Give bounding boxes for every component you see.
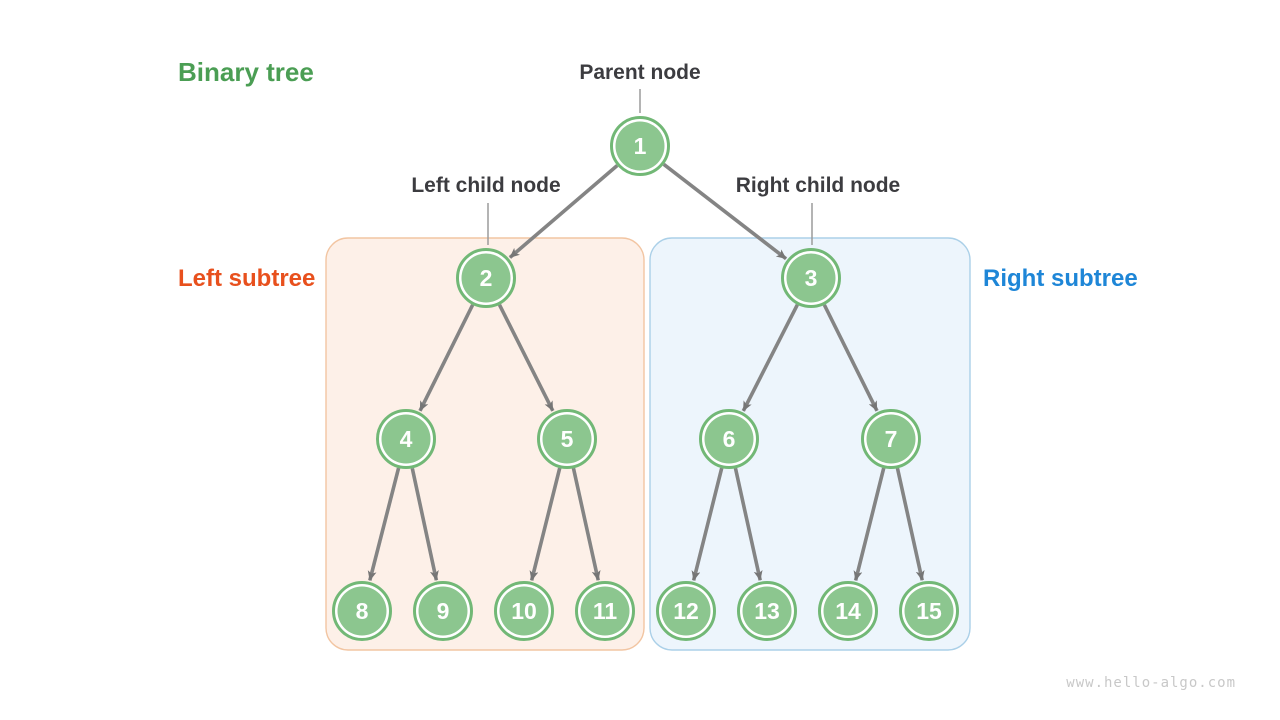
tree-node-value: 8 (356, 598, 369, 624)
right-child-node-label: Right child node (735, 174, 901, 197)
tree-node-circle (381, 414, 431, 464)
tree-node-circle (661, 586, 711, 636)
tree-node-value: 9 (437, 598, 450, 624)
tree-node-value: 13 (754, 598, 780, 624)
tree-edge (733, 467, 763, 581)
tree-node-value: 4 (400, 426, 413, 452)
tree-node-circle (499, 586, 549, 636)
tree-node-value: 6 (723, 426, 736, 452)
left-subtree-box (325, 237, 645, 651)
tree-node-circle (823, 586, 873, 636)
tree-node-circle (904, 586, 954, 636)
tree-node-value: 12 (673, 598, 699, 624)
tree-node-circle (742, 586, 792, 636)
tree-node-value: 2 (480, 265, 493, 291)
tree-edge (418, 304, 475, 412)
tree-node-value: 5 (561, 426, 574, 452)
tree-node-circle (786, 253, 836, 303)
tree-node-value: 7 (885, 426, 898, 452)
right-subtree-box (649, 237, 971, 651)
tree-node-value: 14 (835, 598, 861, 624)
tree-node-circle (418, 586, 468, 636)
figure-title: Binary tree (178, 57, 314, 87)
tree-edge (662, 162, 788, 261)
tree-node-circle (542, 414, 592, 464)
tree-edge (691, 467, 724, 581)
tree-node-value: 1 (634, 133, 647, 159)
tree-node-value: 15 (916, 598, 942, 624)
parent-node-label: Parent node (579, 61, 701, 84)
left-subtree-label: Left subtree (178, 265, 316, 292)
tree-edge (741, 303, 799, 412)
tree-edge (822, 304, 879, 412)
tree-edge (508, 164, 619, 259)
tree-node-circle (580, 586, 630, 636)
tree-edge (895, 467, 925, 581)
tree-edge (571, 467, 601, 581)
tree-node-value: 3 (805, 265, 818, 291)
tree-node-circle (461, 253, 511, 303)
tree-edge (497, 303, 555, 412)
tree-node-circle (704, 414, 754, 464)
tree-node-circle (337, 586, 387, 636)
tree-node-value: 11 (593, 598, 618, 624)
left-child-node-label: Left child node (411, 174, 561, 197)
right-subtree-label: Right subtree (983, 265, 1138, 292)
tree-node-circle (866, 414, 916, 464)
watermark: www.hello-algo.com (1066, 675, 1236, 691)
tree-node-value: 10 (511, 598, 537, 624)
tree-edge (853, 467, 886, 581)
tree-node-circle (615, 121, 665, 171)
tree-edge (367, 467, 401, 581)
tree-edge (529, 467, 562, 581)
tree-edge (410, 467, 439, 581)
